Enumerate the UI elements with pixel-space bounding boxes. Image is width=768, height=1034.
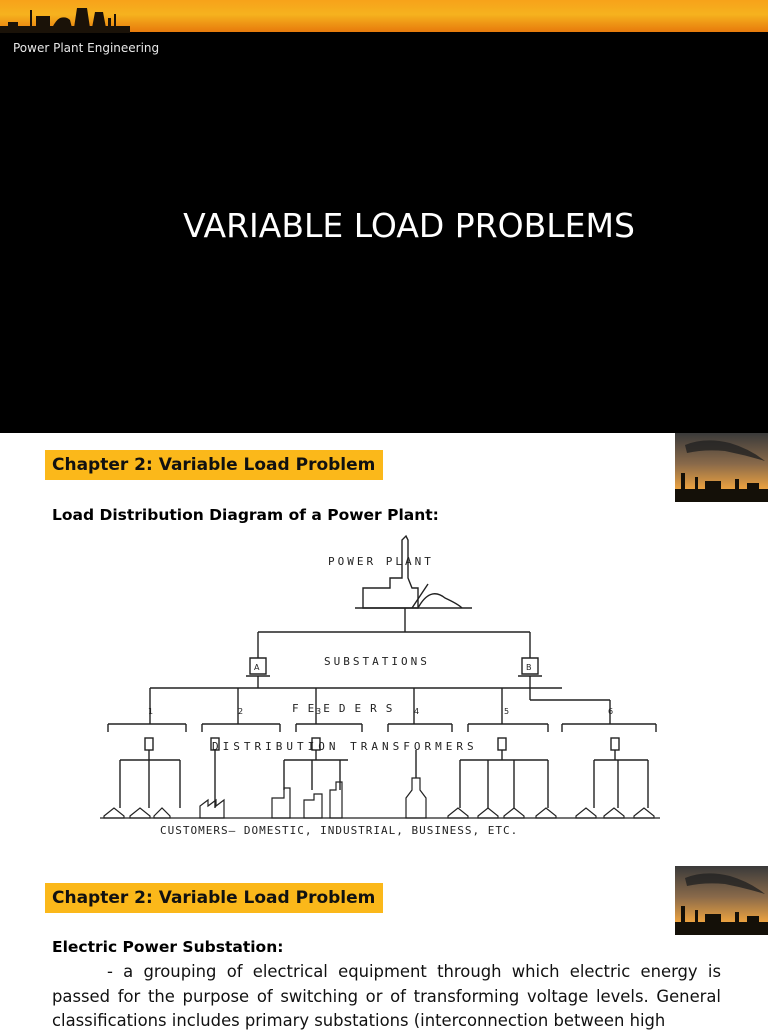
feeder-number-1: 1 (148, 707, 153, 716)
feeder-number-6: 6 (608, 707, 613, 716)
chapter-label-2: Chapter 2: Variable Load Problem (45, 883, 384, 913)
power-plant-silhouette-icon (0, 8, 130, 33)
chapter-label: Chapter 2: Variable Load Problem (45, 450, 384, 480)
feeder-number-5: 5 (504, 707, 509, 716)
substation-b-label: B (526, 663, 532, 672)
diagram-label-power-plant: POWER PLANT (328, 555, 434, 568)
slide-title: VARIABLE LOAD PROBLEMS (183, 206, 635, 245)
diagram-label-substations: SUBSTATIONS (324, 655, 430, 668)
load-distribution-diagram: POWER PLANT SUBSTATIONS FEEDERS DISTRIBU… (100, 534, 660, 837)
factory-smoke-thumbnail-2 (675, 866, 768, 935)
feeder-number-4: 4 (414, 707, 419, 716)
factory-smoke-icon (675, 433, 768, 502)
substation-definition: - a grouping of electrical equipment thr… (52, 960, 721, 1034)
factory-smoke-icon (675, 866, 768, 935)
feeder-number-3: 3 (316, 707, 321, 716)
substation-a-label: A (254, 663, 260, 672)
diagram-label-feeders: FEEDERS (292, 702, 401, 715)
diagram-heading: Load Distribution Diagram of a Power Pla… (52, 506, 439, 524)
factory-smoke-thumbnail (675, 433, 768, 502)
course-subtitle: Power Plant Engineering (13, 41, 160, 55)
diagram-label-customers: CUSTOMERS— DOMESTIC, INDUSTRIAL, BUSINES… (160, 824, 518, 837)
diagram-label-distribution: DISTRIBUTION TRANSFORMERS (212, 740, 478, 753)
feeder-number-2: 2 (238, 707, 243, 716)
substation-definition-text: - a grouping of electrical equipment thr… (52, 962, 721, 1030)
title-slide: Power Plant Engineering VARIABLE LOAD PR… (0, 0, 768, 433)
substation-heading: Electric Power Substation: (52, 938, 284, 956)
